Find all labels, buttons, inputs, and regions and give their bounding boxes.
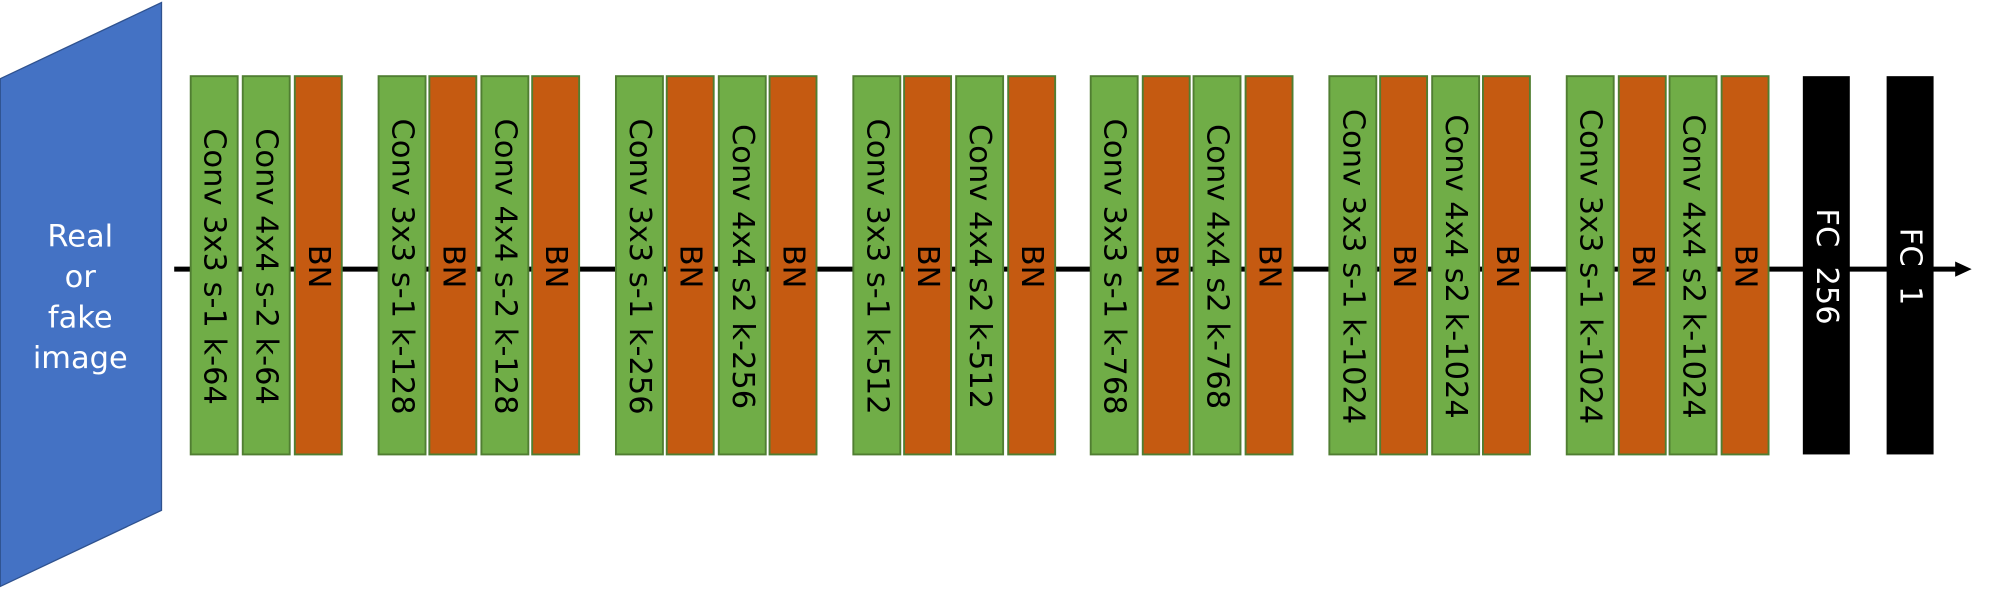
bn-layer-block: [293, 75, 343, 456]
bn-layer-label: BN: [673, 245, 708, 289]
bn-layer-label: BN: [435, 245, 470, 289]
conv-layer-label: Conv 3x3 s-1 k-256: [622, 119, 657, 415]
bn-layer-label: BN: [301, 245, 336, 289]
bn-layer-label: BN: [1728, 245, 1763, 289]
conv-layer-block: [1192, 75, 1242, 456]
bn-layer-block: [903, 75, 953, 456]
bn-layer-block: [1379, 75, 1429, 456]
conv-layer-label: Conv 4x4 s2 k-512: [962, 124, 997, 409]
bn-layer-block: [1141, 75, 1191, 456]
input-label-line: fake: [48, 301, 113, 336]
conv-layer-label: Conv 4x4 s2 k-1024: [1438, 114, 1473, 418]
conv-layer-block: [480, 75, 530, 456]
conv-layer-label: Conv 3x3 s-1 k-512: [859, 119, 894, 415]
bn-layer-block: [665, 75, 715, 456]
bn-layer-label: BN: [1625, 245, 1660, 289]
input-label: Real or fake image: [33, 219, 128, 376]
conv-layer-label: Conv 3x3 s-1 k-1024: [1573, 109, 1608, 424]
conv-layer-block: [377, 75, 427, 456]
conv-layer-label: Conv 4x4 s-2 k-64: [249, 128, 284, 405]
bn-layer-block: [1720, 75, 1770, 456]
fc-layer-block: [1886, 76, 1934, 455]
bn-layer-label: BN: [1489, 245, 1524, 289]
bn-layer-label: BN: [910, 245, 945, 289]
conv-layer-block: [1328, 75, 1378, 456]
conv-layer-block: [241, 75, 291, 456]
bn-layer-label: BN: [1149, 245, 1184, 289]
fc-layer-label: FC 256: [1809, 208, 1844, 324]
layers: Conv 3x3 s-1 k-64 Conv 4x4 s-2 k-64 BN Conv…: [189, 75, 1934, 456]
conv-layer-label: Conv 3x3 s-1 k-768: [1097, 119, 1132, 415]
conv-layer-block: [852, 75, 902, 456]
conv-layer-label: Conv 4x4 s2 k-768: [1200, 124, 1235, 409]
bn-layer-label: BN: [1386, 245, 1421, 289]
input-label-line: Real: [47, 219, 113, 254]
conv-layer-block: [1565, 75, 1615, 456]
input-image-shape: [0, 1, 163, 588]
bn-layer-label: BN: [1252, 245, 1287, 289]
conv-layer-label: Conv 3x3 s-1 k-1024: [1335, 109, 1370, 424]
fc-layer-block: [1802, 76, 1850, 455]
conv-layer-block: [717, 75, 767, 456]
conv-layer-label: Conv 3x3 s-1 k-128: [385, 119, 420, 415]
conv-layer-block: [1431, 75, 1481, 456]
conv-layer-block: [189, 75, 239, 456]
conv-layer-block: [955, 75, 1005, 456]
bn-layer-block: [531, 75, 581, 456]
input-label-line: or: [65, 260, 97, 295]
conv-layer-block: [614, 75, 664, 456]
conv-layer-block: [1089, 75, 1139, 456]
input-label-line: image: [33, 341, 128, 376]
flow-arrowhead: [1955, 261, 1972, 277]
conv-layer-block: [1668, 75, 1718, 456]
bn-layer-block: [428, 75, 478, 456]
bn-layer-label: BN: [776, 245, 811, 289]
bn-layer-block: [1481, 75, 1531, 456]
bn-layer-block: [1244, 75, 1294, 456]
bn-layer-label: BN: [538, 245, 573, 289]
conv-layer-label: Conv 4x4 s-2 k-128: [487, 119, 522, 415]
bn-layer-label: BN: [1014, 245, 1049, 289]
conv-layer-label: Conv 4x4 s2 k-1024: [1676, 114, 1711, 418]
conv-layer-label: Conv 4x4 s2 k-256: [725, 124, 760, 409]
bn-layer-block: [1007, 75, 1057, 456]
bn-layer-block: [768, 75, 818, 456]
bn-layer-block: [1617, 75, 1667, 456]
fc-layer-label: FC 1: [1893, 228, 1928, 306]
conv-layer-label: Conv 3x3 s-1 k-64: [197, 128, 232, 405]
